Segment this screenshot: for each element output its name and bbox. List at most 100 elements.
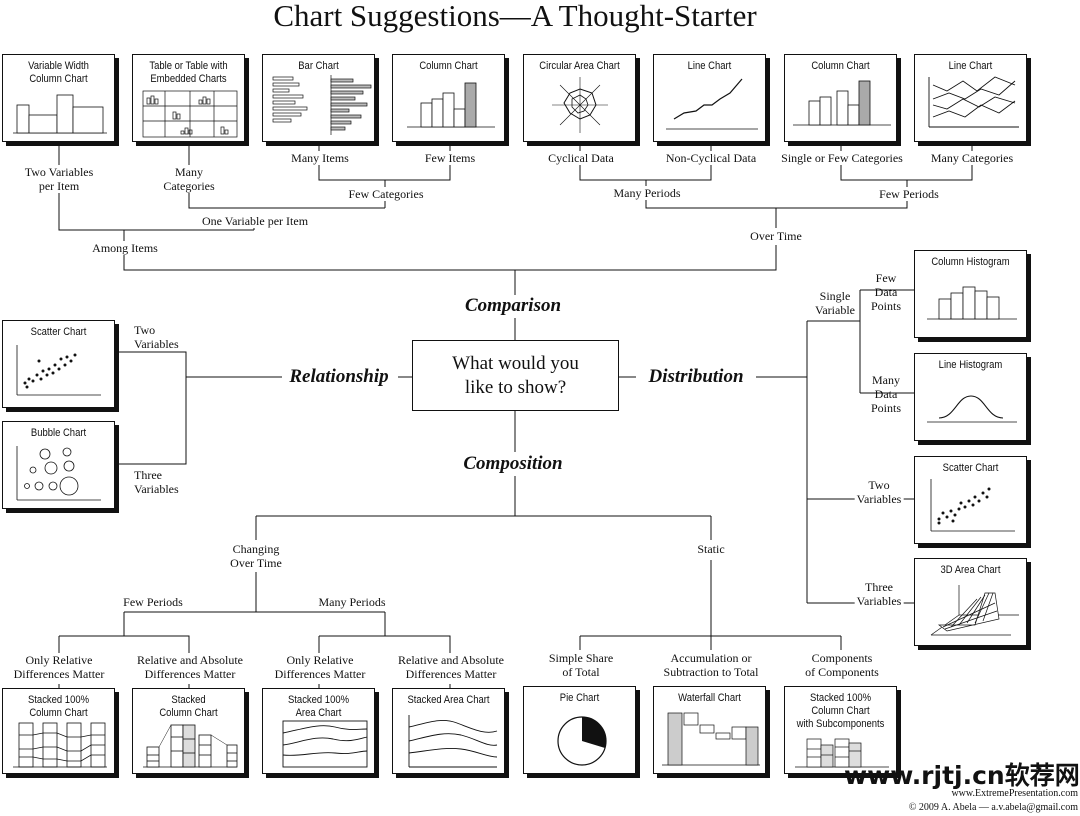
category-distribution: Distribution <box>644 366 748 388</box>
card-line-chart-non-cyclical: Line Chart <box>653 54 766 142</box>
watermark: www.rjtj.cn软荐网 <box>844 761 1080 790</box>
label-over-time: Over Time <box>748 229 804 243</box>
label-static: Static <box>695 542 727 556</box>
card-title: Line Chart <box>948 60 993 72</box>
circular-area-thumbnail <box>552 77 608 133</box>
card-circular-area-chart: Circular Area Chart <box>523 54 636 142</box>
card-pie-chart: Pie Chart <box>523 686 636 774</box>
column-chart-thumbnail <box>793 80 891 126</box>
label-many-categories-table: Many Categories <box>161 165 217 193</box>
card-title: Stacked 100% Column Chart with Subcompon… <box>796 692 885 730</box>
card-title: Line Chart <box>687 60 732 72</box>
label-two-variables-per-item: Two Variables per Item <box>22 165 96 193</box>
label-simple-share: Simple Share of Total <box>546 651 616 679</box>
label-relative-absolute-1: Relative and Absolute Differences Matter <box>135 653 245 681</box>
card-title: Stacked 100% Column Chart <box>27 694 90 719</box>
label-non-cyclical-data: Non-Cyclical Data <box>663 151 759 165</box>
card-stacked-100-area-chart: Stacked 100% Area Chart <box>262 688 375 774</box>
scatter-thumbnail <box>930 479 1015 532</box>
card-title: Bubble Chart <box>30 427 87 439</box>
label-many-categories-line: Many Categories <box>928 151 1016 165</box>
center-question: What would you like to show? <box>412 340 619 411</box>
stacked-subcomponents-thumbnail <box>795 738 889 768</box>
card-title: Line Histogram <box>938 359 1003 371</box>
card-title: Variable Width Column Chart <box>28 60 89 85</box>
stacked-100-area-thumbnail <box>282 720 368 768</box>
line-histogram-thumbnail <box>927 395 1017 423</box>
label-single-or-few-categories: Single or Few Categories <box>779 151 905 165</box>
card-title: Pie Chart <box>559 692 600 704</box>
footer-copyright: © 2009 A. Abela — a.v.abela@gmail.com <box>908 802 1078 813</box>
card-title: Column Histogram <box>931 256 1010 268</box>
line-chart-thumbnail <box>666 78 758 130</box>
card-title: Bar Chart <box>298 60 339 72</box>
card-column-histogram: Column Histogram <box>914 250 1027 338</box>
card-title: Scatter Chart <box>30 326 87 338</box>
label-few-categories: Few Categories <box>346 187 426 201</box>
card-column-chart-few-categories: Column Chart <box>784 54 897 142</box>
label-few-periods-composition: Few Periods <box>121 595 185 609</box>
label-among-items: Among Items <box>90 241 160 255</box>
category-relationship: Relationship <box>285 366 393 388</box>
label-relative-absolute-2: Relative and Absolute Differences Matter <box>396 653 506 681</box>
card-scatter-chart-relationship: Scatter Chart <box>2 320 115 408</box>
label-changing-over-time: Changing Over Time <box>228 542 284 570</box>
label-many-periods-composition: Many Periods <box>316 595 388 609</box>
stacked-column-thumbnail <box>143 724 238 768</box>
card-title: Stacked 100% Area Chart <box>287 694 350 719</box>
label-few-items: Few Items <box>422 151 478 165</box>
card-stacked-area-chart: Stacked Area Chart <box>392 688 505 774</box>
label-many-periods-top: Many Periods <box>611 186 683 200</box>
card-stacked-100-column-chart: Stacked 100% Column Chart <box>2 688 115 774</box>
card-scatter-chart-distribution: Scatter Chart <box>914 456 1027 544</box>
card-3d-area-chart: 3D Area Chart <box>914 558 1027 646</box>
label-only-relative-2: Only Relative Differences Matter <box>272 653 368 681</box>
page-title: Chart Suggestions—A Thought-Starter <box>273 0 757 33</box>
card-bar-chart: Bar Chart <box>262 54 375 142</box>
bar-chart-thumbnail <box>272 75 372 135</box>
label-few-periods-top: Few Periods <box>877 187 941 201</box>
card-table-embedded-charts: Table or Table with Embedded Charts <box>132 54 245 142</box>
bubble-chart-thumbnail <box>16 446 101 501</box>
card-title: 3D Area Chart <box>940 564 1001 576</box>
scatter-thumbnail <box>16 345 101 396</box>
table-thumbnail <box>142 90 238 138</box>
card-line-histogram: Line Histogram <box>914 353 1027 441</box>
pie-chart-thumbnail <box>557 716 607 766</box>
card-title: Column Chart <box>811 60 870 72</box>
stacked-100-column-thumbnail <box>13 722 107 768</box>
label-cyclical-data: Cyclical Data <box>546 151 616 165</box>
stacked-area-thumbnail <box>408 715 498 768</box>
card-variable-width-column-chart: Variable Width Column Chart <box>2 54 115 142</box>
label-two-variables-distribution: Two Variables <box>854 478 904 506</box>
footer-website: www.ExtremePresentation.com <box>951 788 1078 799</box>
card-title: Stacked Column Chart <box>159 694 218 719</box>
label-single-variable: Single Variable <box>813 289 857 317</box>
card-stacked-100-column-subcomponents: Stacked 100% Column Chart with Subcompon… <box>784 686 897 774</box>
label-three-variables-relationship: Three Variables <box>134 468 179 496</box>
card-title: Stacked Area Chart <box>407 694 490 706</box>
area-3d-thumbnail <box>930 585 1019 636</box>
card-column-chart-few-items: Column Chart <box>392 54 505 142</box>
category-composition: Composition <box>459 453 567 475</box>
label-accumulation: Accumulation or Subtraction to Total <box>661 651 761 679</box>
card-line-chart-many-categories: Line Chart <box>914 54 1027 142</box>
card-stacked-column-chart: Stacked Column Chart <box>132 688 245 774</box>
line-chart-thumbnail <box>928 76 1019 128</box>
card-title: Waterfall Chart <box>678 692 741 704</box>
label-one-variable-per-item: One Variable per Item <box>199 214 311 228</box>
card-title: Circular Area Chart <box>539 60 620 72</box>
variable-width-column-thumbnail <box>13 94 107 134</box>
label-few-data-points: Few Data Points <box>870 271 902 313</box>
label-many-data-points: Many Data Points <box>870 373 902 415</box>
label-many-items: Many Items <box>289 151 351 165</box>
label-two-variables-relationship: Two Variables <box>134 323 179 351</box>
label-three-variables-distribution: Three Variables <box>854 580 904 608</box>
column-histogram-thumbnail <box>927 286 1017 320</box>
label-components: Components of Components <box>803 651 881 679</box>
card-bubble-chart: Bubble Chart <box>2 421 115 509</box>
card-title: Scatter Chart <box>942 462 999 474</box>
card-title: Column Chart <box>419 60 478 72</box>
label-only-relative-1: Only Relative Differences Matter <box>11 653 107 681</box>
category-comparison: Comparison <box>460 295 566 317</box>
